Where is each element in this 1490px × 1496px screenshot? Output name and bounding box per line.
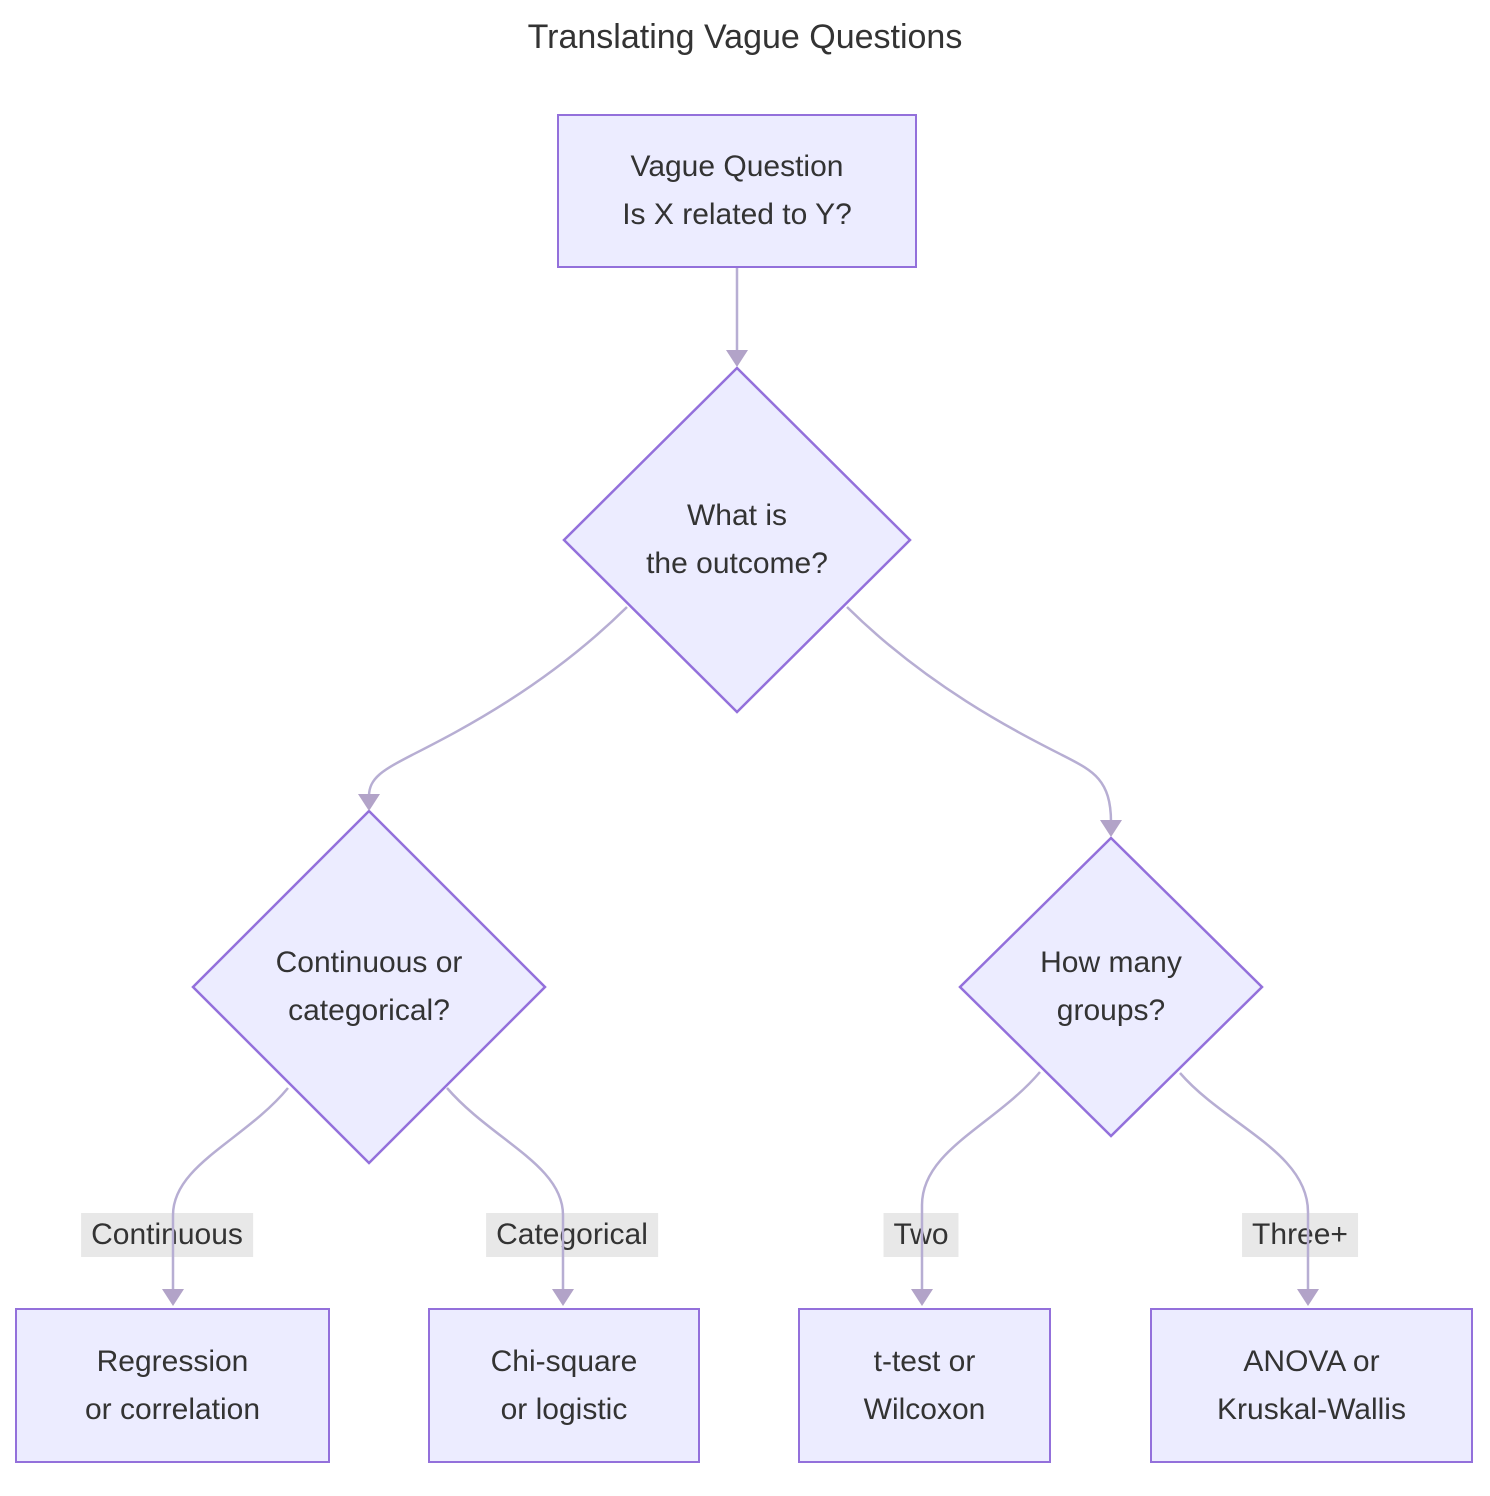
decision-outcome-type-label: Continuous or categorical? xyxy=(275,946,463,1027)
diagram-title: Translating Vague Questions xyxy=(527,18,963,56)
decision-outcome-label: What is the outcome? xyxy=(646,499,828,580)
node-vague-question: Vague Question Is X related to Y? xyxy=(557,114,917,268)
node-chi-square: Chi-square or logistic xyxy=(428,1308,700,1463)
edge-two-to-t-test xyxy=(920,1071,1041,1290)
node-anova: ANOVA or Kruskal-Wallis xyxy=(1150,1308,1473,1463)
edge-outcome-to-outcome-type xyxy=(367,606,628,797)
edge-outcome-to-groups xyxy=(846,606,1113,823)
edge-label-three-plus: Three+ xyxy=(1242,1213,1358,1257)
arrowhead-outcome xyxy=(726,350,748,367)
node-vague-question-label: Vague Question Is X related to Y? xyxy=(622,150,852,231)
decision-diamond-groups xyxy=(958,836,1264,1138)
decision-diamond-outcome-type xyxy=(191,809,547,1165)
node-regression-label: Regression or correlation xyxy=(84,1344,261,1426)
edge-continuous-to-regression xyxy=(171,1087,289,1290)
decision-groups-label: How many groups? xyxy=(1040,946,1182,1027)
decision-diamond-outcome xyxy=(562,366,912,714)
edge-label-categorical: Categorical xyxy=(486,1213,658,1257)
node-chi-square-label: Chi-square or logistic xyxy=(490,1344,638,1426)
node-t-test-label: t-test or Wilcoxon xyxy=(863,1344,986,1426)
edge-three-plus-to-anova xyxy=(1179,1072,1310,1290)
node-anova-label: ANOVA or Kruskal-Wallis xyxy=(1217,1344,1406,1426)
edge-label-continuous: Continuous xyxy=(81,1213,253,1257)
arrowhead-chi-square xyxy=(552,1289,574,1306)
arrowhead-regression xyxy=(162,1289,184,1306)
arrowhead-outcome-type xyxy=(358,794,380,811)
node-t-test: t-test or Wilcoxon xyxy=(798,1308,1051,1463)
arrowhead-t-test xyxy=(911,1289,933,1306)
edge-categorical-to-chi-square xyxy=(446,1087,565,1290)
node-regression: Regression or correlation xyxy=(15,1308,330,1463)
arrowhead-groups xyxy=(1100,820,1122,837)
arrowhead-anova xyxy=(1297,1289,1319,1306)
